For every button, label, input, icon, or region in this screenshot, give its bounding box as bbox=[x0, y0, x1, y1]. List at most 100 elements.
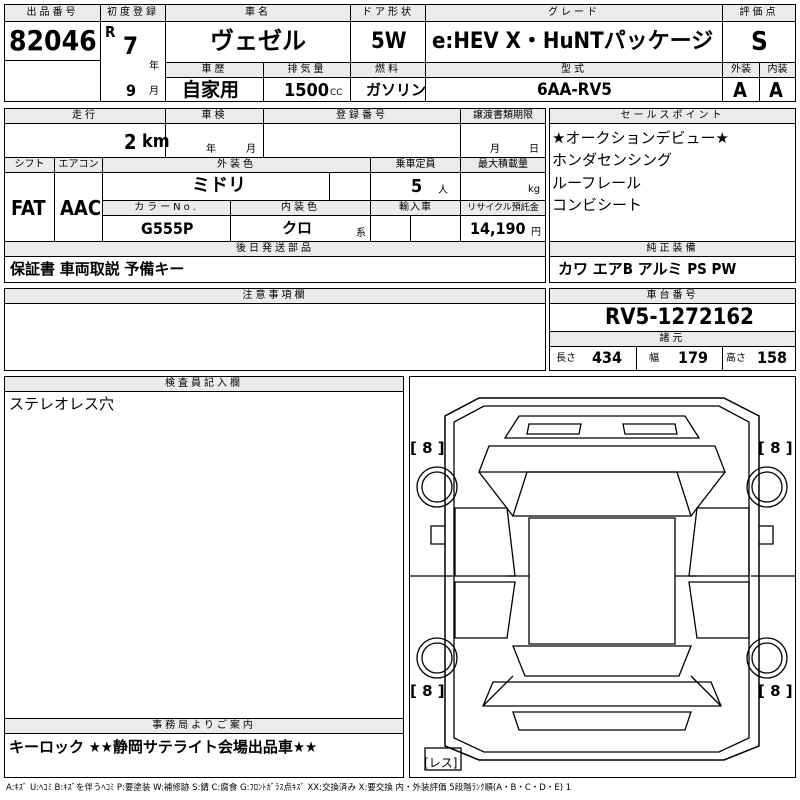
registration-month: 9 bbox=[126, 81, 137, 100]
chassis-number-label: 車台番号 bbox=[549, 288, 796, 304]
equipment-label: 純正装備 bbox=[549, 241, 796, 257]
transfer-month-unit: 月 bbox=[490, 144, 500, 155]
tire-front-left-depth: [ 8 ] bbox=[410, 439, 445, 457]
lot-blank-cell bbox=[4, 60, 101, 102]
import-label: 輸入車 bbox=[370, 200, 461, 216]
import-cell bbox=[370, 215, 461, 242]
interior-grade-cell bbox=[759, 77, 796, 102]
inspection-year-unit: 年 bbox=[206, 144, 216, 155]
sales-point-item: コンビシート bbox=[552, 196, 643, 214]
registration-number-label: 登録番号 bbox=[263, 108, 461, 124]
interior-color: クロ bbox=[282, 219, 313, 237]
import-divider bbox=[410, 215, 411, 242]
score: S bbox=[751, 27, 768, 57]
fuel: ガソリン bbox=[366, 81, 427, 99]
exterior-color-label: 外装色 bbox=[102, 157, 371, 173]
mileage: 2 bbox=[124, 130, 137, 154]
max-load-unit: kg bbox=[528, 184, 541, 195]
tire-fr-value: 8 bbox=[770, 439, 781, 457]
inspection-month-unit: 月 bbox=[246, 144, 256, 155]
aircon-label: エアコン bbox=[54, 157, 103, 173]
model-label: 型式 bbox=[425, 62, 723, 78]
exterior-color-divider bbox=[329, 172, 330, 201]
tire-front-right-depth: [ 8 ] bbox=[758, 439, 793, 457]
registration-number-cell bbox=[263, 123, 461, 158]
lot-number: 82046 bbox=[9, 24, 97, 57]
dimensions-label: 諸元 bbox=[549, 331, 796, 347]
displacement-unit: CC bbox=[330, 88, 343, 98]
interior-grade: A bbox=[769, 78, 783, 102]
score-label: 評価点 bbox=[722, 4, 796, 22]
inspector-note: ステレオレス穴 bbox=[9, 395, 115, 413]
tire-fl-value: 8 bbox=[422, 439, 433, 457]
displacement: 1500 bbox=[284, 80, 330, 101]
recycle-fee: 14,190 bbox=[470, 219, 526, 238]
transfer-deadline-label: 譲渡書類期限 bbox=[460, 108, 546, 124]
office-label: 事務局よりご案内 bbox=[4, 718, 404, 734]
interior-color-suffix: 系 bbox=[356, 228, 366, 239]
fuel-label: 燃料 bbox=[350, 62, 426, 78]
car-name: ヴェゼル bbox=[210, 27, 306, 55]
length: 434 bbox=[592, 348, 623, 367]
car-damage-diagram bbox=[409, 397, 796, 771]
office-note: キーロック ★★静岡サテライト会場出品車★★ bbox=[9, 738, 318, 756]
color-number: G555P bbox=[141, 219, 194, 238]
notes-cell bbox=[4, 303, 546, 371]
max-load-label: 最大積載量 bbox=[460, 157, 546, 173]
interior-color-label: 内装色 bbox=[230, 200, 371, 216]
registration-year: 7 bbox=[123, 32, 139, 60]
sales-points-label: セールスポイント bbox=[549, 108, 796, 124]
shift-label: シフト bbox=[4, 157, 55, 173]
tire-rear-right-depth: [ 8 ] bbox=[758, 682, 793, 700]
era-letter: R bbox=[105, 23, 116, 41]
damage-legend: A:ｷｽﾞ U:ﾍｺﾐ B:ｷｽﾞを伴うﾍｺﾐ P:要塗装 W:補修跡 S:錆 … bbox=[6, 783, 572, 793]
later-parts: 保証書 車両取説 予備キー bbox=[10, 260, 185, 278]
equipment: カワ エアB アルミ PS PW bbox=[558, 260, 737, 278]
car-name-label: 車名 bbox=[165, 4, 351, 22]
month-unit: 月 bbox=[149, 86, 159, 97]
capacity-label: 乗車定員 bbox=[370, 157, 461, 173]
width: 179 bbox=[678, 348, 709, 367]
sales-point-item: ホンダセンシング bbox=[552, 151, 673, 169]
mileage-unit: km bbox=[142, 131, 170, 152]
displacement-label: 排気量 bbox=[263, 62, 351, 78]
height-label: 高さ bbox=[726, 353, 746, 364]
recycle-fee-label: リサイクル預託金 bbox=[460, 200, 546, 216]
later-parts-cell bbox=[4, 256, 546, 283]
year-unit: 年 bbox=[149, 61, 159, 72]
spare-tire-status: [レス] bbox=[424, 756, 458, 770]
inspector-cell bbox=[4, 391, 404, 719]
tire-rear-left-depth: [ 8 ] bbox=[410, 682, 445, 700]
lot-number-label: 出品番号 bbox=[4, 4, 101, 22]
door-type-label: ドア形状 bbox=[350, 4, 426, 22]
door-type: 5W bbox=[371, 29, 407, 54]
height-cell bbox=[722, 346, 796, 371]
history: 自家用 bbox=[182, 79, 240, 101]
car-diagram-frame bbox=[409, 376, 796, 778]
sales-point-item: ★オークションデビュー★ bbox=[552, 129, 729, 147]
exterior-color: ミドリ bbox=[192, 175, 246, 196]
first-registration-label: 初度登録 bbox=[100, 4, 166, 22]
recycle-fee-unit: 円 bbox=[531, 227, 541, 238]
later-parts-label: 後日発送部品 bbox=[4, 241, 546, 257]
inspector-label: 検査員記入欄 bbox=[4, 376, 404, 392]
notes-label: 注意事項欄 bbox=[4, 288, 546, 304]
transfer-day-unit: 日 bbox=[529, 144, 539, 155]
equipment-cell bbox=[549, 256, 796, 283]
spare-value: レス bbox=[428, 756, 453, 770]
interior-grade-label: 内装 bbox=[759, 62, 796, 78]
grade-label: グレード bbox=[425, 4, 723, 22]
width-label: 幅 bbox=[649, 353, 659, 364]
history-label: 車歴 bbox=[165, 62, 264, 78]
exterior-grade-label: 外装 bbox=[722, 62, 760, 78]
model: 6AA-RV5 bbox=[537, 80, 612, 100]
mileage-label: 走行 bbox=[4, 108, 166, 124]
tire-rr-value: 8 bbox=[770, 682, 781, 700]
capacity: 5 bbox=[411, 176, 423, 197]
chassis-number: RV5-1272162 bbox=[605, 305, 754, 330]
height: 158 bbox=[757, 348, 788, 367]
office-cell bbox=[4, 733, 404, 778]
color-number-label: カラーNo. bbox=[102, 200, 231, 216]
inspection-label: 車検 bbox=[165, 108, 264, 124]
aircon: AAC bbox=[60, 196, 102, 220]
